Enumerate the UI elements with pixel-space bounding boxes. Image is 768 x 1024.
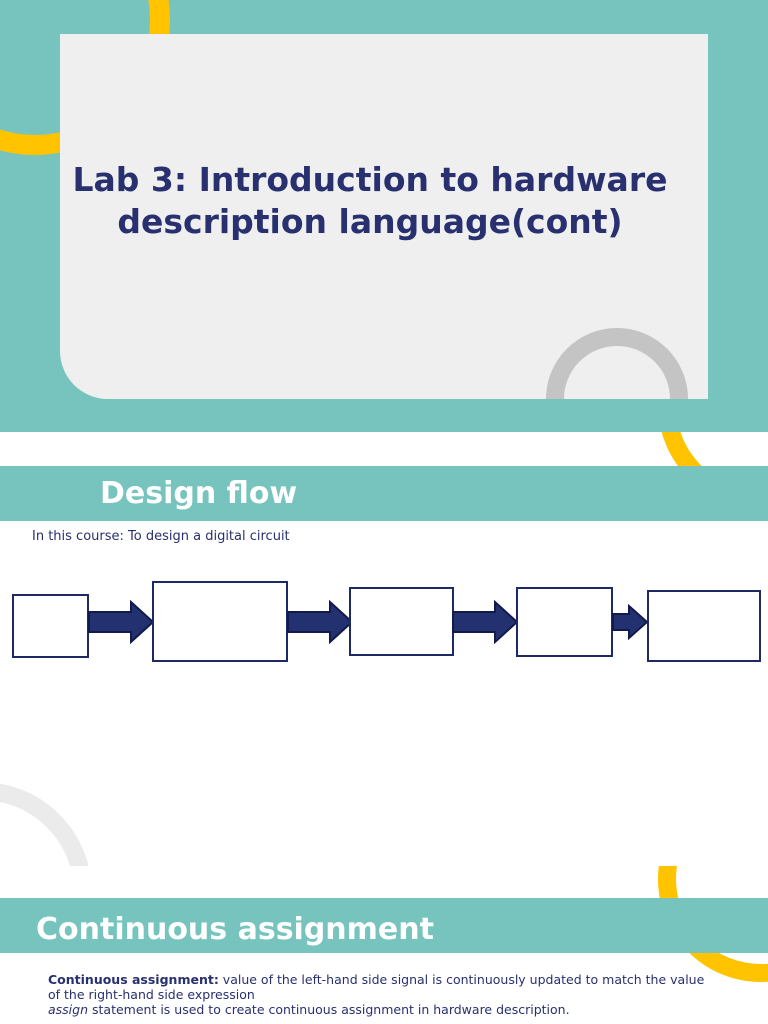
definition-paragraph: Continuous assignment: value of the left… bbox=[48, 972, 728, 1002]
continuous-assignment-body: Continuous assignment: value of the left… bbox=[48, 972, 728, 1017]
lab-title: Lab 3: Introduction to hardware descript… bbox=[60, 159, 680, 243]
assign-paragraph: assign statement is used to create conti… bbox=[48, 1002, 728, 1017]
title-line-1: Lab 3: Introduction to hardware bbox=[72, 160, 668, 199]
flow-box-1 bbox=[12, 594, 89, 658]
definition-text: value of the left-hand side signal is co… bbox=[218, 972, 705, 987]
gray-ring-decoration bbox=[546, 328, 688, 399]
design-flow-subtitle: In this course: To design a digital circ… bbox=[32, 529, 290, 544]
flow-box-4 bbox=[516, 587, 613, 657]
flow-arrow-icon bbox=[88, 600, 155, 644]
continuous-assignment-slide: Continuous assignment Continuous assignm… bbox=[0, 866, 768, 1024]
section-header: Design flow bbox=[0, 466, 768, 521]
assign-text: statement is used to create continuous a… bbox=[88, 1002, 570, 1017]
design-flow-heading: Design flow bbox=[100, 476, 298, 511]
flow-arrow-icon bbox=[287, 600, 354, 644]
title-card: Lab 3: Introduction to hardware descript… bbox=[60, 34, 708, 399]
flow-arrow-icon bbox=[452, 600, 519, 644]
design-flow-slide: Design flow In this course: To design a … bbox=[0, 432, 768, 898]
flow-box-2 bbox=[152, 581, 288, 662]
section-header: Continuous assignment bbox=[0, 898, 768, 953]
term-label: Continuous assignment: bbox=[48, 972, 219, 987]
flow-box-3 bbox=[349, 587, 454, 656]
definition-text-cont: of the right-hand side expression bbox=[48, 987, 255, 1002]
title-slide: Lab 3: Introduction to hardware descript… bbox=[0, 0, 768, 432]
flow-box-5 bbox=[647, 590, 761, 662]
assign-keyword: assign bbox=[48, 1002, 89, 1017]
continuous-assignment-heading: Continuous assignment bbox=[36, 912, 434, 947]
flow-arrow-icon bbox=[612, 604, 649, 640]
title-line-2: description language(cont) bbox=[117, 202, 623, 241]
